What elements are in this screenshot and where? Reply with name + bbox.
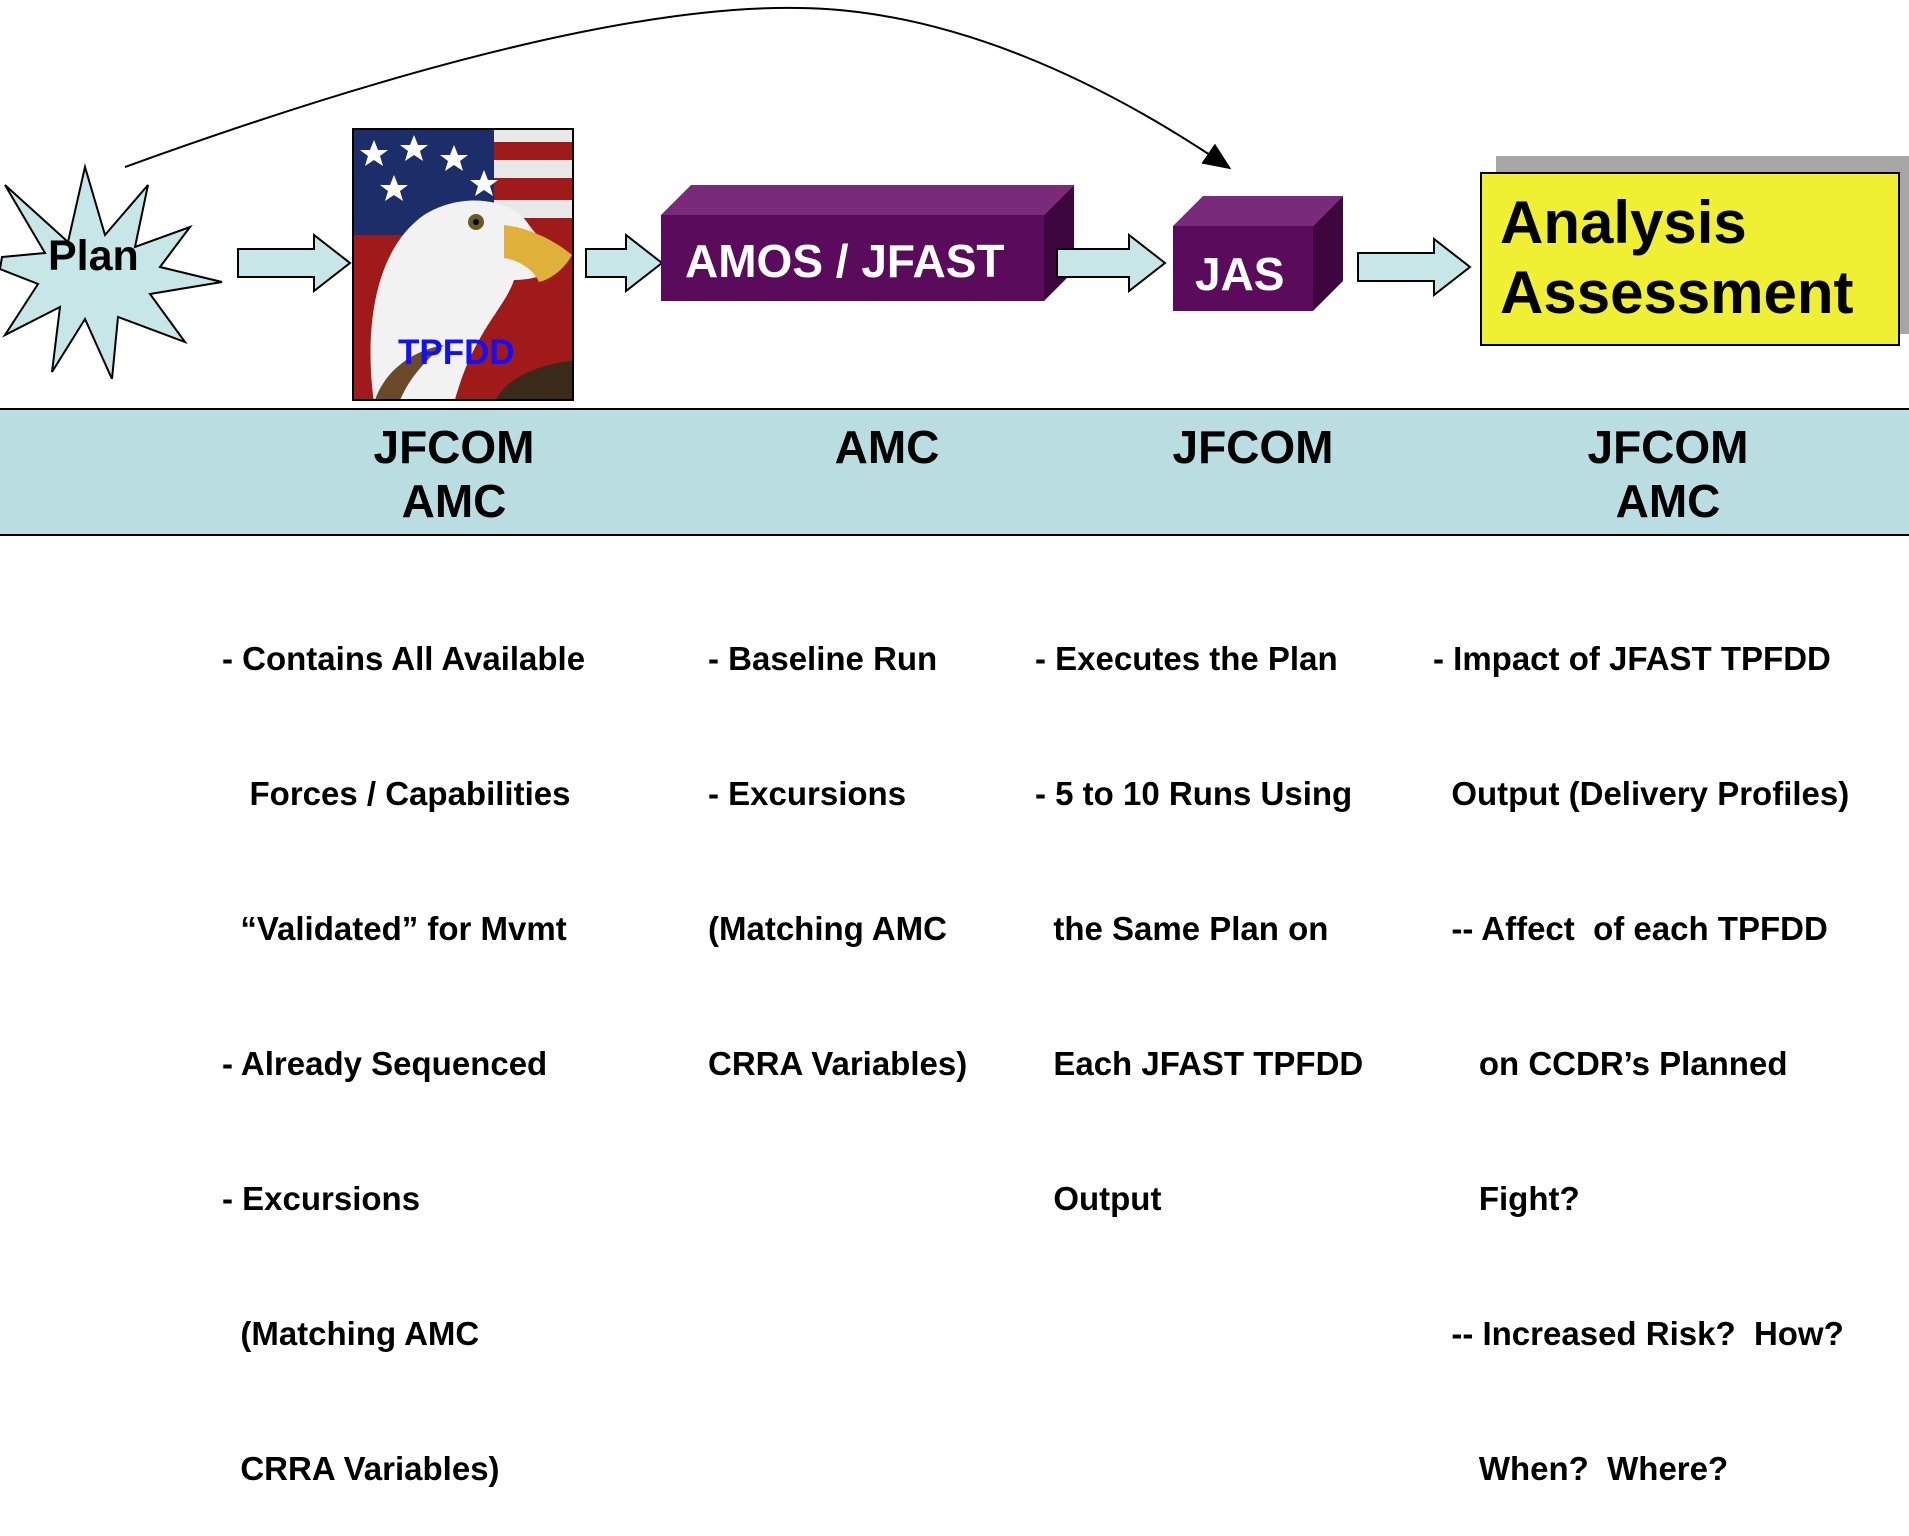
- description-2-line: (Matching AMC: [708, 910, 947, 947]
- description-4-line: -- Affect of each TPFDD: [1433, 910, 1828, 947]
- description-3-line: - 5 to 10 Runs Using: [1035, 775, 1353, 812]
- tpfdd-label: TPFDD: [398, 333, 515, 372]
- flow-arrow-1: [237, 233, 352, 293]
- description-4-line: When? Where?: [1433, 1450, 1729, 1487]
- org-4-line-2: AMC: [1615, 475, 1721, 527]
- plan-to-jas-curved-arrow: [124, 6, 1232, 170]
- amos-jfast-label: AMOS / JFAST: [685, 235, 1005, 287]
- org-3-line-1: JFCOM: [1172, 421, 1334, 473]
- description-4-line: Fight?: [1433, 1180, 1580, 1217]
- description-3-line: - Executes the Plan: [1035, 640, 1338, 677]
- jas-box: [1173, 196, 1343, 311]
- description-column-2: - Baseline Run - Excursions (Matching AM…: [708, 546, 967, 1131]
- jas-label: JAS: [1195, 248, 1285, 300]
- description-3-line: the Same Plan on: [1035, 910, 1329, 947]
- description-1-line: - Contains All Available: [222, 640, 586, 677]
- amos-jfast-box: [661, 185, 1074, 301]
- org-column-2: AMC: [767, 420, 1007, 474]
- description-2-line: CRRA Variables): [708, 1045, 968, 1082]
- analysis-line-1: Analysis: [1500, 189, 1747, 256]
- description-4-line: Output (Delivery Profiles): [1433, 775, 1850, 812]
- tpfdd-eagle-flag-image: [352, 128, 574, 401]
- plan-label: Plan: [48, 232, 139, 280]
- description-1-line: - Excursions: [222, 1180, 421, 1217]
- org-2-line-1: AMC: [834, 421, 940, 473]
- description-1-line: CRRA Variables): [222, 1450, 500, 1487]
- analysis-line-2: Assessment: [1500, 259, 1854, 326]
- description-3-line: Each JFAST TPFDD: [1035, 1045, 1364, 1082]
- description-4-line: on CCDR’s Planned: [1433, 1045, 1788, 1082]
- organization-band: [0, 408, 1909, 536]
- description-2-line: - Baseline Run: [708, 640, 938, 677]
- org-1-line-1: JFCOM: [373, 421, 535, 473]
- org-column-4: JFCOM AMC: [1548, 420, 1788, 528]
- description-4-line: -- Increased Risk? How?: [1433, 1315, 1844, 1352]
- description-1-line: - Already Sequenced: [222, 1045, 548, 1082]
- description-column-3: - Executes the Plan - 5 to 10 Runs Using…: [1035, 546, 1363, 1266]
- description-1-line: (Matching AMC: [222, 1315, 480, 1352]
- flow-arrow-2: [585, 233, 664, 293]
- description-1-line: “Validated” for Mvmt: [222, 910, 567, 947]
- org-column-1: JFCOM AMC: [334, 420, 574, 528]
- flow-arrow-3: [1056, 233, 1167, 293]
- org-column-3: JFCOM: [1133, 420, 1373, 474]
- description-4-line: - Impact of JFAST TPFDD: [1433, 640, 1831, 677]
- org-1-line-2: AMC: [401, 475, 507, 527]
- description-3-line: Output: [1035, 1180, 1162, 1217]
- analysis-assessment-box: Analysis Assessment: [1480, 172, 1900, 346]
- description-2-line: - Excursions: [708, 775, 907, 812]
- org-4-line-1: JFCOM: [1587, 421, 1749, 473]
- description-column-4: - Impact of JFAST TPFDD Output (Delivery…: [1433, 546, 1849, 1536]
- plan-starburst: [0, 163, 223, 379]
- flow-arrow-4: [1357, 237, 1472, 297]
- description-1-line: Forces / Capabilities: [222, 775, 571, 812]
- description-column-1: - Contains All Available Forces / Capabi…: [222, 546, 585, 1536]
